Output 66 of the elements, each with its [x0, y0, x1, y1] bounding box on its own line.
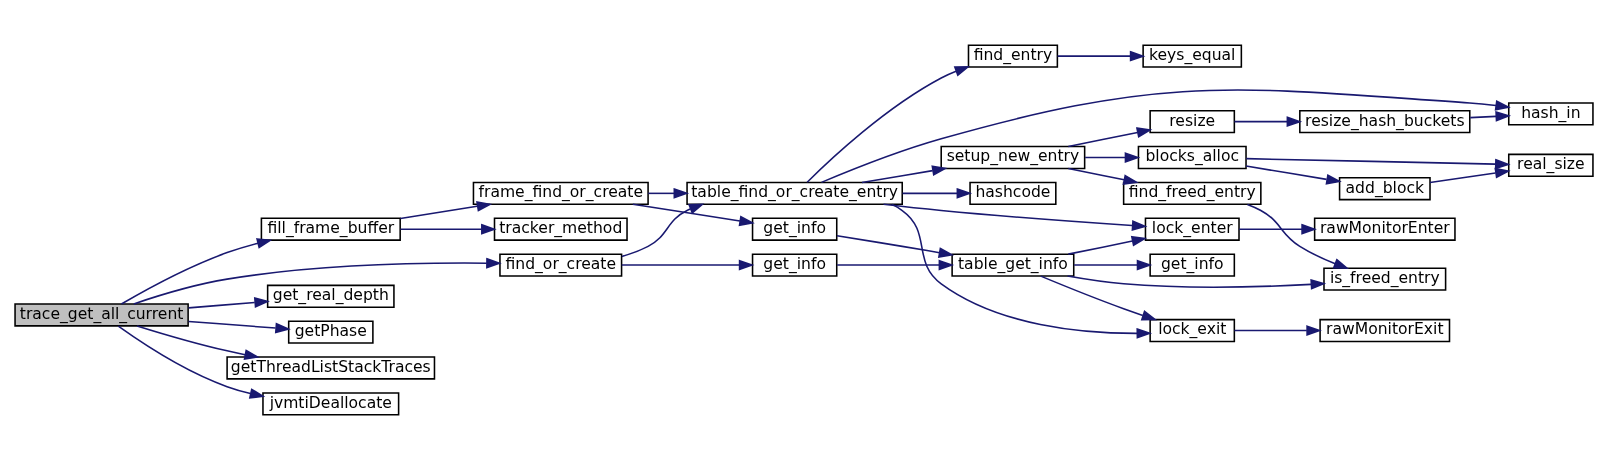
- arrow: [1066, 275, 1327, 290]
- arrow: [117, 325, 266, 399]
- node-box: get_info: [1149, 253, 1236, 277]
- node-box: add_block: [1338, 177, 1431, 201]
- node-box: keys_equal: [1142, 44, 1243, 68]
- node-box: resize: [1149, 109, 1236, 134]
- arrow: [882, 203, 1148, 231]
- arrow: [1056, 50, 1146, 62]
- node-box: rawMonitorExit: [1319, 318, 1451, 343]
- node-box: is_freed_entry: [1323, 267, 1447, 291]
- node-box: lock_enter: [1144, 217, 1240, 241]
- arrow: [132, 257, 502, 305]
- arrow: [620, 259, 755, 271]
- node-box: resize_hash_buckets: [1299, 109, 1471, 134]
- node-box: getThreadListStackTraces: [226, 356, 436, 380]
- arrow: [632, 203, 755, 227]
- arrow: [399, 223, 497, 235]
- arrow: [399, 200, 493, 220]
- arrow: [836, 234, 955, 258]
- arrow: [901, 187, 973, 199]
- arrow: [1245, 157, 1511, 170]
- arrow: [187, 297, 270, 309]
- arrow: [820, 89, 1511, 184]
- arrow: [647, 187, 690, 199]
- arrow: [1067, 235, 1148, 255]
- arrow: [1067, 127, 1153, 148]
- arrow: [621, 203, 705, 258]
- node-box: jvmtiDeallocate: [262, 392, 400, 416]
- arrow: [836, 259, 955, 271]
- node-box: trace_get_all_current: [14, 303, 189, 327]
- node-box: hash_in: [1507, 102, 1594, 126]
- node-box: lock_exit: [1149, 318, 1236, 343]
- node-box: setup_new_entry: [940, 145, 1086, 170]
- node-box: find_entry: [967, 44, 1059, 68]
- arrow: [1233, 116, 1303, 128]
- arrow: [136, 325, 260, 360]
- arrow: [1469, 110, 1512, 122]
- arrow: [187, 320, 291, 334]
- arrow: [806, 66, 971, 183]
- node-box: get_info: [751, 253, 838, 277]
- node-box: fill_frame_buffer: [260, 217, 401, 241]
- arrow: [1073, 259, 1153, 271]
- node-box: find_freed_entry: [1122, 181, 1262, 206]
- node-box: frame_find_or_create: [472, 181, 649, 206]
- node-box: rawMonitorEnter: [1313, 217, 1456, 241]
- node-box: hashcode: [969, 181, 1057, 206]
- node-box: getPhase: [287, 320, 374, 344]
- arrow: [1246, 203, 1350, 269]
- arrow: [1429, 167, 1511, 184]
- node-box: tracker_method: [493, 217, 628, 241]
- node-box: get_real_depth: [266, 284, 395, 308]
- node-box: real_size: [1507, 153, 1594, 177]
- node-box: table_get_info: [951, 253, 1075, 277]
- arrow: [861, 165, 948, 184]
- arrow: [1245, 165, 1342, 185]
- node-box: get_info: [751, 217, 838, 241]
- node-box: find_or_create: [499, 253, 623, 277]
- arrow: [1233, 325, 1322, 337]
- node-box: blocks_alloc: [1137, 145, 1247, 170]
- arrow: [891, 203, 1153, 339]
- arrow: [120, 238, 273, 305]
- arrow: [1084, 152, 1141, 163]
- arrow: [1040, 275, 1158, 321]
- arrow: [1238, 223, 1317, 235]
- arrow: [1067, 167, 1139, 186]
- node-box: table_find_or_create_entry: [686, 181, 903, 206]
